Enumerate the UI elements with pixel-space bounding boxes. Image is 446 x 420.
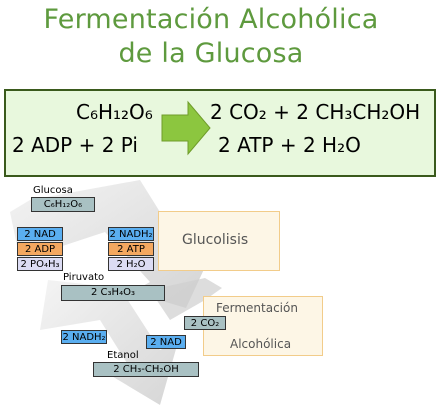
product-atp-water: 2 ATP + 2 H₂O: [218, 133, 361, 157]
fermentacion-label-1: Fermentación: [216, 301, 298, 315]
glucolisis-panel: [158, 211, 280, 271]
glucosa-label: Glucosa: [33, 185, 73, 196]
piruvato-formula: 2 C₃H₄O₃: [61, 285, 165, 301]
glucolysis-arrow-icon: [10, 180, 212, 308]
etanol-label: Etanol: [107, 350, 139, 361]
co2-output: 2 CO₂: [184, 316, 226, 330]
title-line-1: Fermentación Alcohólica: [43, 4, 379, 35]
reactant-glucose: C₆H₁₂O₆: [76, 100, 153, 124]
glucolisis-label: Glucolisis: [182, 232, 249, 248]
piruvato-label: Piruvato: [63, 272, 105, 283]
title-line-2: de la Glucosa: [118, 38, 304, 69]
side-arrow-icon: [150, 278, 222, 320]
output-water: 2 H₂O: [108, 257, 154, 271]
reaction-arrow-icon: [161, 100, 211, 156]
nadh2-input: 2 NADH₂: [61, 330, 107, 344]
fermentacion-label-2: Alcohólica: [230, 337, 292, 351]
etanol-formula: 2 CH₃-CH₂OH: [93, 362, 199, 377]
output-atp: 2 ATP: [108, 242, 154, 256]
input-phosphate: 2 PO₄H₃: [17, 257, 63, 271]
input-adp: 2 ADP: [17, 242, 63, 256]
glucosa-formula: C₆H₁₂O₆: [31, 197, 95, 212]
output-nadh2: 2 NADH₂: [108, 227, 154, 241]
nad-output: 2 NAD: [146, 335, 186, 349]
reactant-adp-pi: 2 ADP + 2 Pi: [12, 133, 138, 157]
input-nad: 2 NAD: [17, 227, 63, 241]
equation-panel: [4, 89, 436, 177]
product-co2-ethanol: 2 CO₂ + 2 CH₃CH₂OH: [210, 100, 421, 124]
